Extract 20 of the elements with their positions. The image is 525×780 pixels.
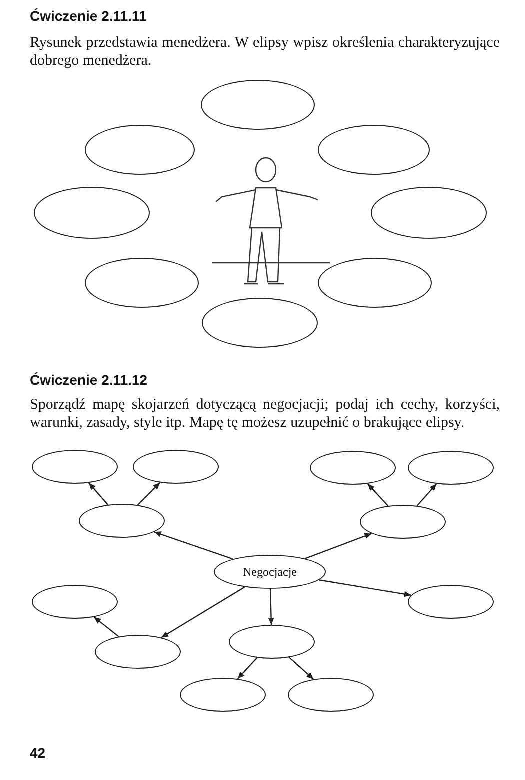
arrow (88, 482, 108, 506)
empty-ellipse (408, 585, 494, 619)
exercise-instruction: Sporządź mapę skojarzeń dotyczącą negocjacji; podaj ich cechy, korzyści, warunki, zasady, style itp. Mapę tę możesz uzupełnić o brakujące elipsy. (30, 396, 500, 432)
arrow (161, 586, 246, 638)
arrow (268, 588, 274, 626)
arrow (237, 658, 258, 680)
exercise-instruction: Rysunek przedstawia menedżera. W elipsy wpisz określenia charakteryzujące dobrego menedżera. (30, 34, 500, 70)
exercise-heading: Ćwiczenie 2.11.11 (30, 8, 147, 24)
topic-ellipse: Negocjacje (214, 555, 326, 589)
empty-ellipse (79, 504, 165, 538)
arrow (288, 657, 314, 680)
exercise-heading: Ćwiczenie 2.11.12 (30, 372, 148, 388)
page-number: 42 (30, 745, 46, 761)
arrow (137, 482, 161, 506)
arrow (304, 533, 372, 560)
arrow (319, 580, 412, 598)
arrow (154, 532, 234, 560)
arrow (94, 616, 120, 638)
arrow (367, 484, 389, 506)
empty-ellipse (360, 505, 446, 539)
